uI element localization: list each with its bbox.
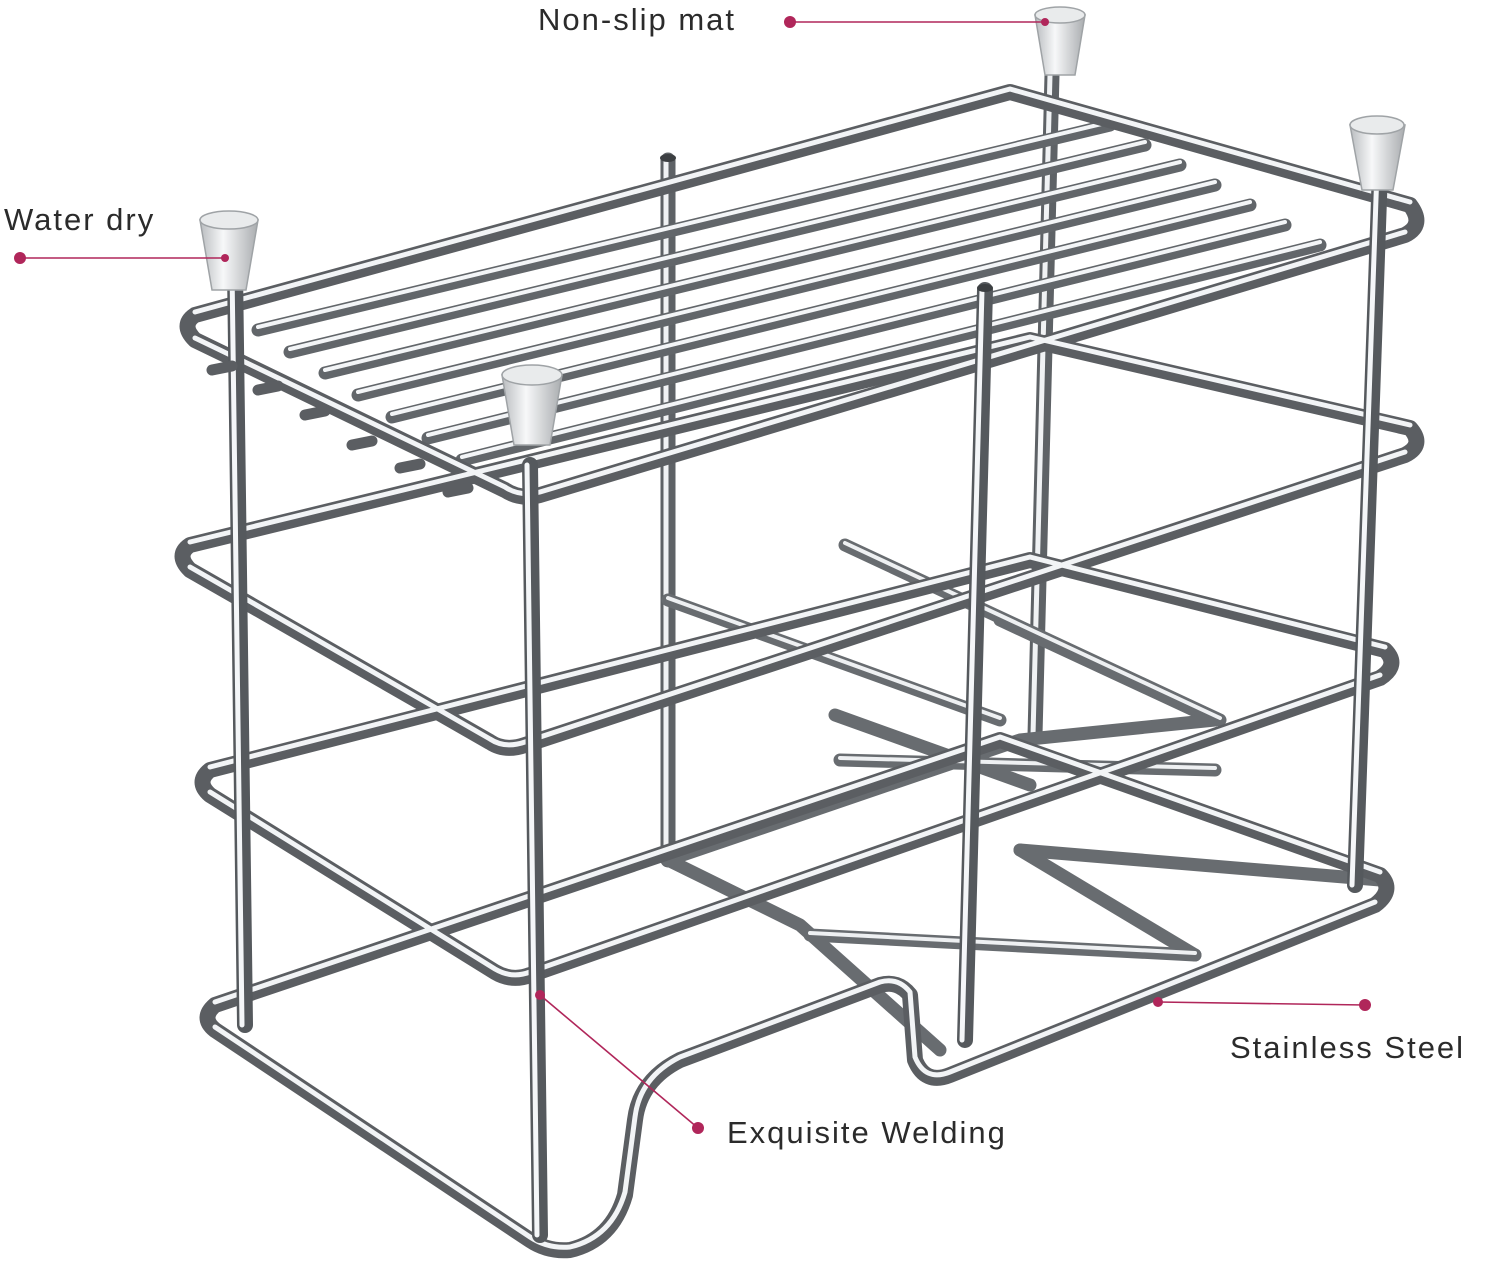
callout-stainless-steel: Stainless Steel <box>1230 1030 1466 1065</box>
rubber-feet <box>199 6 1406 446</box>
stainless-steel-dot <box>1359 999 1371 1011</box>
hook-pegs <box>206 360 474 498</box>
water-dry-dot <box>14 252 26 264</box>
callout-exquisite-welding: Exquisite Welding <box>727 1115 1007 1150</box>
back-posts <box>660 67 1060 868</box>
top-shelf-slats <box>251 118 1327 467</box>
callout-non-slip-mat: Non-slip mat <box>538 2 736 37</box>
callout-water-dry: Water dry <box>4 202 156 237</box>
front-posts <box>227 154 1388 1243</box>
non-slip-mat-dot <box>784 16 796 28</box>
callout-markers <box>14 16 1371 1134</box>
exquisite-welding-dot <box>692 1122 704 1134</box>
